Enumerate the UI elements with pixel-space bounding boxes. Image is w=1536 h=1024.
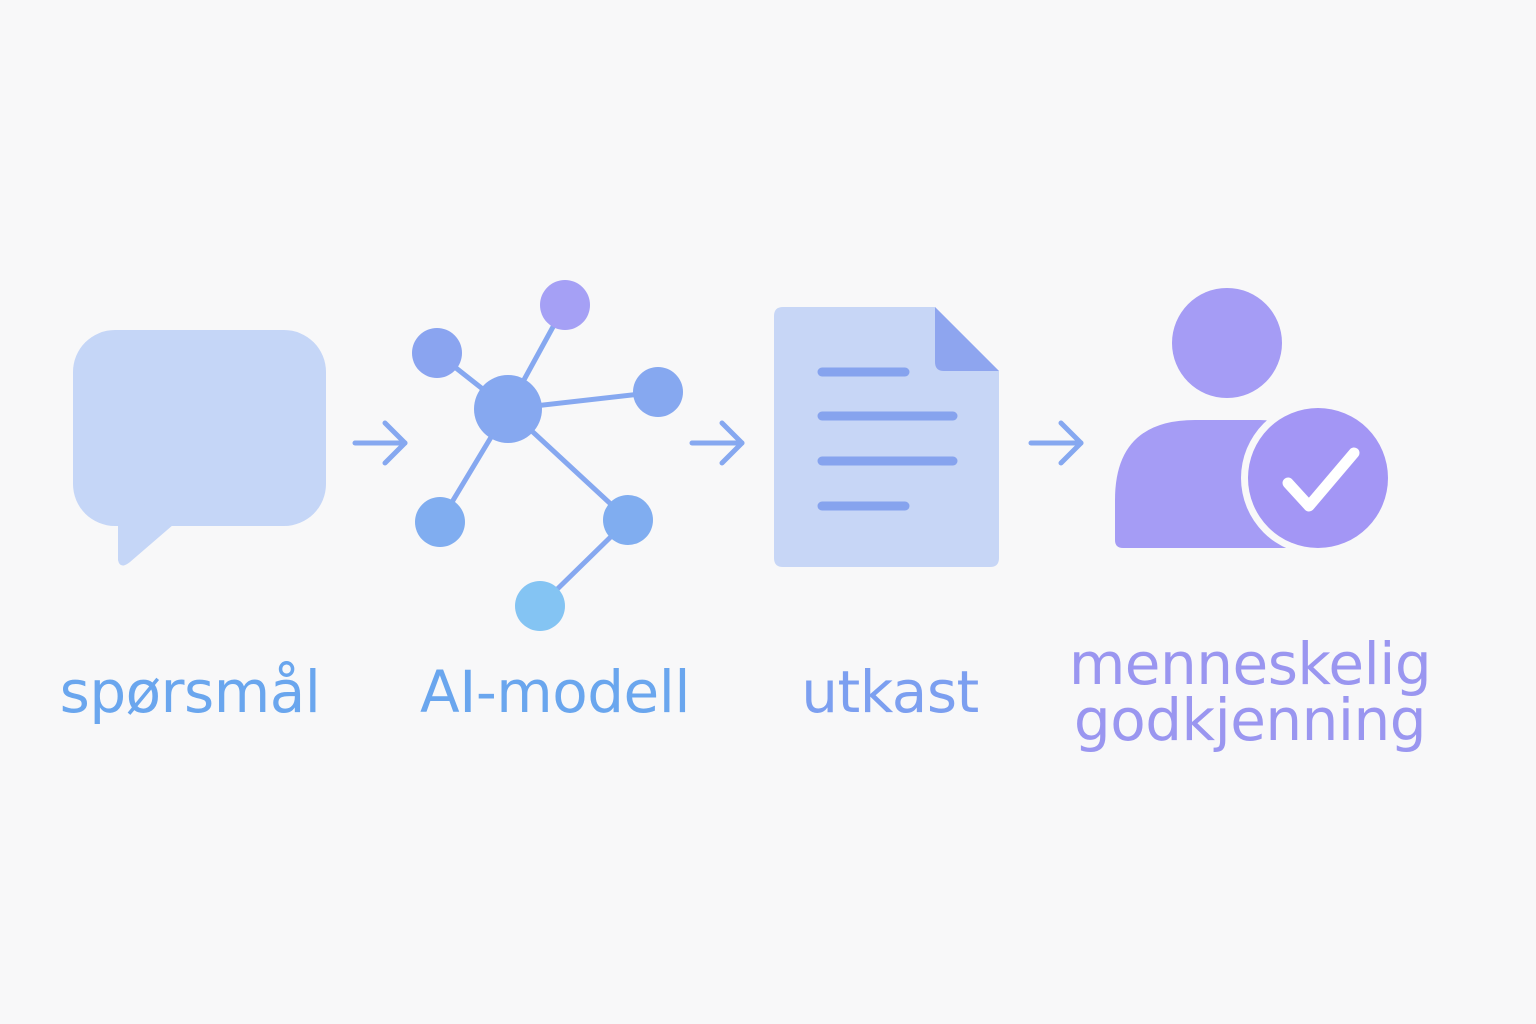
step-label-human-approval-line1: menneskelig [1068, 630, 1432, 698]
arrow-right-icon [689, 420, 745, 466]
step-label-question: spørsmål [59, 658, 321, 726]
node-bottom [515, 581, 565, 631]
node-left [412, 328, 462, 378]
person-check-icon [1115, 288, 1395, 555]
node-top [540, 280, 590, 330]
node-bottom-left [415, 497, 465, 547]
arrow-right-icon [352, 420, 408, 466]
step-label-draft: utkast [801, 658, 979, 726]
step-label-ai-model: AI-modell [420, 658, 690, 726]
node-center [474, 375, 542, 443]
check-icon [1282, 447, 1360, 512]
check-badge [1248, 408, 1388, 548]
arrow-right-icon [1028, 420, 1084, 466]
person-head [1172, 288, 1282, 398]
node-bottom-right [603, 495, 653, 545]
document-icon [774, 307, 999, 567]
speech-bubble-icon [73, 330, 326, 566]
node-right [633, 367, 683, 417]
neural-network-icon [412, 280, 683, 631]
step-label-human-approval-line2: godkjenning [1073, 686, 1427, 754]
step-label-human-approval: menneskelig godkjenning [1040, 630, 1460, 754]
